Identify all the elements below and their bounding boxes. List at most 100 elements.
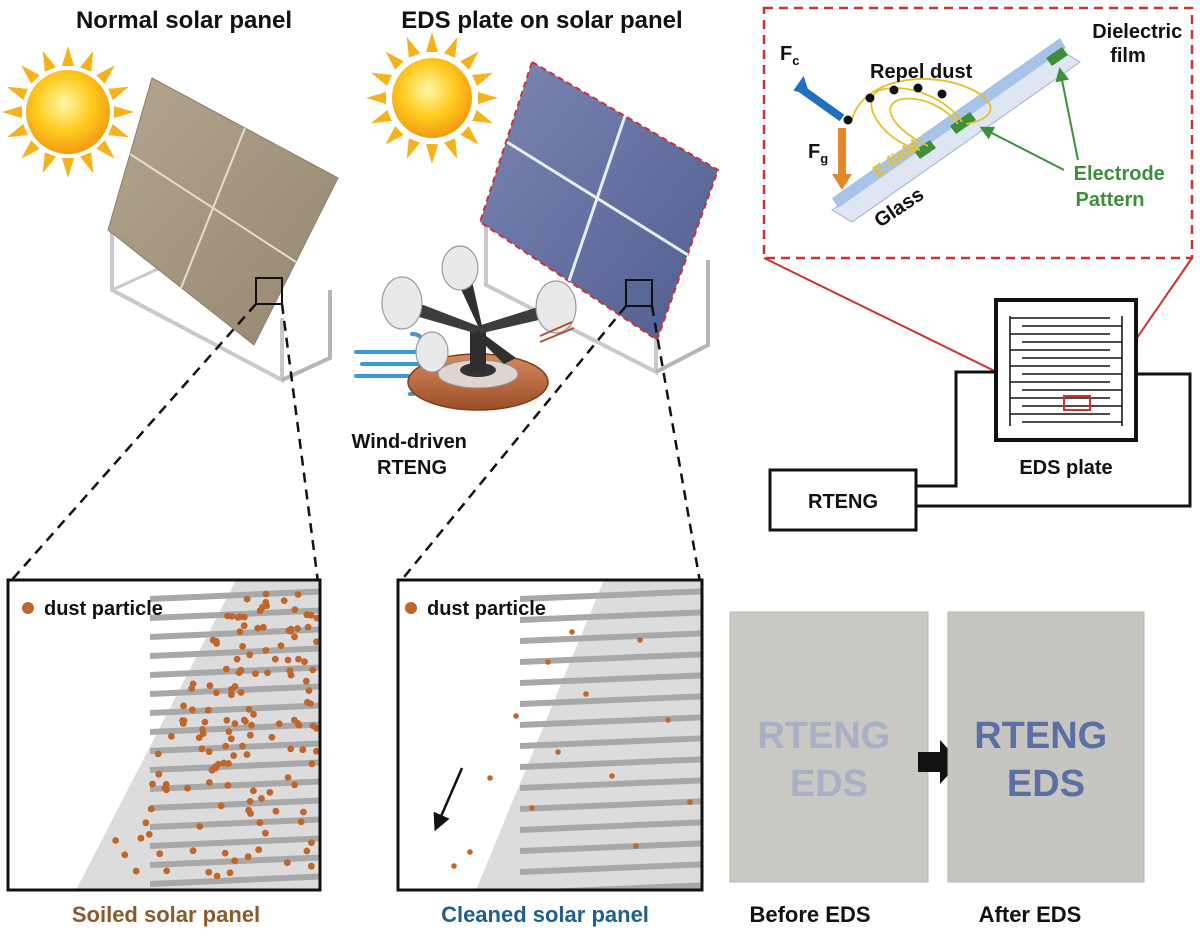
dust-particle — [266, 788, 274, 796]
dust-particle — [180, 702, 187, 710]
dust-particle — [205, 748, 213, 756]
dust-particle — [250, 787, 257, 795]
sun-ray — [114, 106, 134, 118]
sun-ray — [406, 37, 420, 58]
dust-particle — [240, 716, 248, 724]
electrode-stripe — [520, 777, 702, 791]
dust-particle — [295, 655, 302, 663]
dust-particle — [307, 862, 315, 870]
dust-particle — [254, 624, 262, 632]
dust-particle — [132, 867, 140, 875]
dust-particle — [304, 623, 312, 631]
dust-particle — [147, 805, 155, 813]
dust-particle — [308, 760, 316, 768]
dust-particle — [284, 774, 292, 781]
dust-particle — [529, 805, 535, 811]
rteng-box-label: RTENG — [808, 491, 878, 513]
repel-dust-label: Repel dust — [870, 61, 973, 83]
dust-particle — [313, 614, 320, 622]
sun-ray — [42, 152, 56, 173]
falling-dust-arrow — [433, 767, 464, 832]
dust-particle — [286, 667, 294, 675]
eds-plate-label: EDS plate — [1019, 457, 1112, 479]
sun-ray — [385, 51, 404, 70]
dust-particle — [213, 872, 221, 880]
dust-particle — [687, 799, 693, 805]
dust-particle — [184, 784, 191, 792]
dust-particle — [291, 606, 299, 614]
sun-ray — [406, 138, 420, 159]
dust-particle — [204, 706, 212, 714]
sun-ray — [108, 86, 129, 100]
sun-ray — [62, 46, 74, 66]
dust-particle — [240, 622, 248, 630]
dust-particle — [246, 731, 254, 739]
electrode-stripe — [150, 740, 320, 754]
dust-particle — [467, 849, 473, 855]
dust-particle — [149, 780, 156, 788]
dielectric-film-label: Dielectric film — [1092, 21, 1188, 67]
electrode-stripe — [520, 714, 702, 728]
dust-particle — [224, 781, 232, 789]
sun-icon — [2, 46, 134, 178]
dust-particle — [206, 779, 213, 786]
dust-particle — [225, 760, 232, 767]
dust-particle — [233, 655, 241, 663]
dust-particle — [163, 867, 171, 875]
rteng-box — [768, 468, 918, 532]
dust-particle — [168, 732, 175, 740]
sun-ray — [42, 51, 56, 72]
dust-particle — [217, 802, 225, 810]
dust-particle — [156, 850, 164, 858]
inset-source-marker — [1063, 395, 1091, 411]
dust-particle — [555, 749, 561, 755]
force-fg-label: Fg — [808, 141, 828, 166]
dust-particle — [284, 656, 292, 664]
dust-particle — [262, 829, 269, 837]
electrode-stripe — [150, 664, 320, 678]
dust-particle — [188, 685, 196, 692]
sun-ray — [472, 72, 493, 86]
dust-particle — [222, 742, 230, 750]
dust-particle — [121, 851, 129, 859]
wind-rteng-label: Wind-driven RTENG — [352, 431, 473, 479]
header-normal-panel: Normal solar panel — [76, 7, 292, 34]
sun-ray — [80, 51, 94, 72]
sun-ray — [62, 158, 74, 178]
dust-particle — [246, 798, 254, 805]
electrode-strip — [1046, 47, 1068, 66]
dust-particle — [205, 868, 213, 876]
electrode-strip — [914, 140, 936, 159]
dust-legend-icon — [22, 602, 34, 614]
electrode-stripe — [150, 759, 320, 773]
sun-ray — [460, 51, 479, 70]
dielectric-film-layer — [832, 38, 1066, 208]
dust-particle — [583, 691, 589, 697]
electrode-stripe — [520, 693, 702, 707]
dust-particle — [633, 843, 639, 849]
soiled-solar-panel-illustration — [107, 77, 339, 384]
electrode-stripe — [520, 819, 702, 833]
before-plate-text: RTENG EDS — [757, 715, 901, 805]
force-fc-label: Fc — [780, 43, 799, 68]
electrode-stripe — [150, 645, 320, 659]
dust-particle — [259, 623, 267, 631]
dust-particle — [112, 837, 119, 844]
dust-particle — [145, 831, 153, 838]
dust-particle — [294, 720, 302, 727]
electrode-stripe — [520, 630, 702, 644]
dust-particle — [189, 706, 196, 714]
dust-particle — [239, 643, 247, 650]
electrode-stripe — [520, 882, 702, 890]
dust-particle — [223, 716, 231, 724]
dust-particle — [300, 808, 307, 816]
dust-particle — [268, 733, 276, 741]
electrode-stripe — [150, 778, 320, 792]
header-eds-panel: EDS plate on solar panel — [401, 7, 682, 34]
dust-particle — [283, 859, 291, 866]
dust-particle — [241, 613, 248, 621]
dust-particle — [255, 846, 263, 854]
electrode-pattern-label: Electrode Pattern — [1074, 163, 1171, 211]
dust-particle — [154, 750, 162, 758]
